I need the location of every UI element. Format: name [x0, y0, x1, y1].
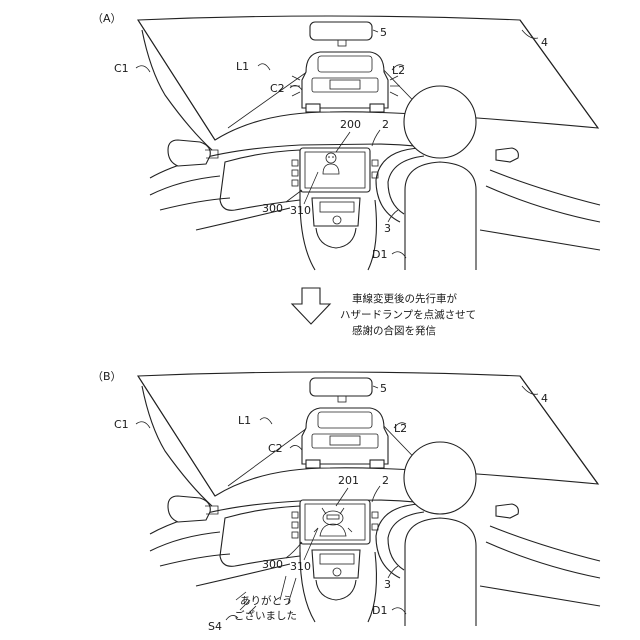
side-mirror-left-b — [168, 496, 210, 522]
lead-vehicle-b — [302, 408, 388, 468]
rearview-mirror-b — [310, 378, 372, 396]
speech-output-b: ありがとう ございました — [234, 576, 297, 622]
label-windshield-a: 4 — [541, 36, 548, 49]
label-mirror-a: 5 — [380, 26, 387, 39]
side-mirror-right-b — [496, 504, 518, 518]
label-lead-car-a: C2 — [270, 82, 285, 95]
label-icon-b: 201 — [338, 474, 359, 487]
panel-b-title: （B） — [92, 370, 122, 383]
pillar-left-a — [138, 20, 215, 140]
label-line-l1-b: L1 — [238, 414, 251, 427]
side-mirror-right-a — [496, 148, 518, 162]
label-icon-a: 200 — [340, 118, 361, 131]
driver-body-b — [405, 518, 476, 626]
label-screen-b: 310 — [290, 560, 311, 573]
pillar-right-a — [520, 20, 598, 128]
panel-a: （A） — [92, 12, 600, 270]
panel-a-title: （A） — [92, 12, 122, 25]
label-wheel-b: 3 — [384, 578, 391, 591]
down-arrow — [292, 288, 330, 324]
driver-head-b — [404, 442, 476, 514]
label-mirror-b: 5 — [380, 382, 387, 395]
display-unit-b — [300, 500, 370, 544]
driver-body-a — [405, 162, 476, 270]
lead-vehicle-a — [290, 52, 400, 112]
transition-text-line1: 車線変更後の先行車が — [352, 292, 457, 305]
label-display-a: 300 — [262, 202, 283, 215]
panel-b: （B） — [92, 370, 600, 633]
label-pillar-a: C1 — [114, 62, 129, 75]
transition-text-line3: 感謝の合図を発信 — [352, 324, 436, 337]
label-lead-car-b: C2 — [268, 442, 283, 455]
label-display-b: 300 — [262, 558, 283, 571]
label-line-l1-a: L1 — [236, 60, 249, 73]
label-screen-a: 310 — [290, 204, 311, 217]
label-pillar-b: C1 — [114, 418, 129, 431]
rearview-mirror-a — [310, 22, 372, 40]
label-driver-a: D1 — [372, 248, 387, 261]
transition-text-line2: ハザードランプを点滅させて — [340, 309, 476, 321]
driver-head-a — [404, 86, 476, 158]
label-driver-b: D1 — [372, 604, 387, 617]
pillar-left-outer-a — [142, 30, 212, 150]
label-wheel-a: 3 — [384, 222, 391, 235]
speech-line1-b: ありがとう — [240, 594, 293, 607]
label-windshield-b: 4 — [541, 392, 548, 405]
side-mirror-left-a — [168, 140, 210, 166]
label-speech-b: S4 — [208, 620, 222, 633]
speech-line2-b: ございました — [234, 609, 297, 622]
label-dashboard-b: 2 — [382, 474, 389, 487]
transition: 車線変更後の先行車が ハザードランプを点滅させて 感謝の合図を発信 — [292, 288, 476, 337]
label-dashboard-a: 2 — [382, 118, 389, 131]
